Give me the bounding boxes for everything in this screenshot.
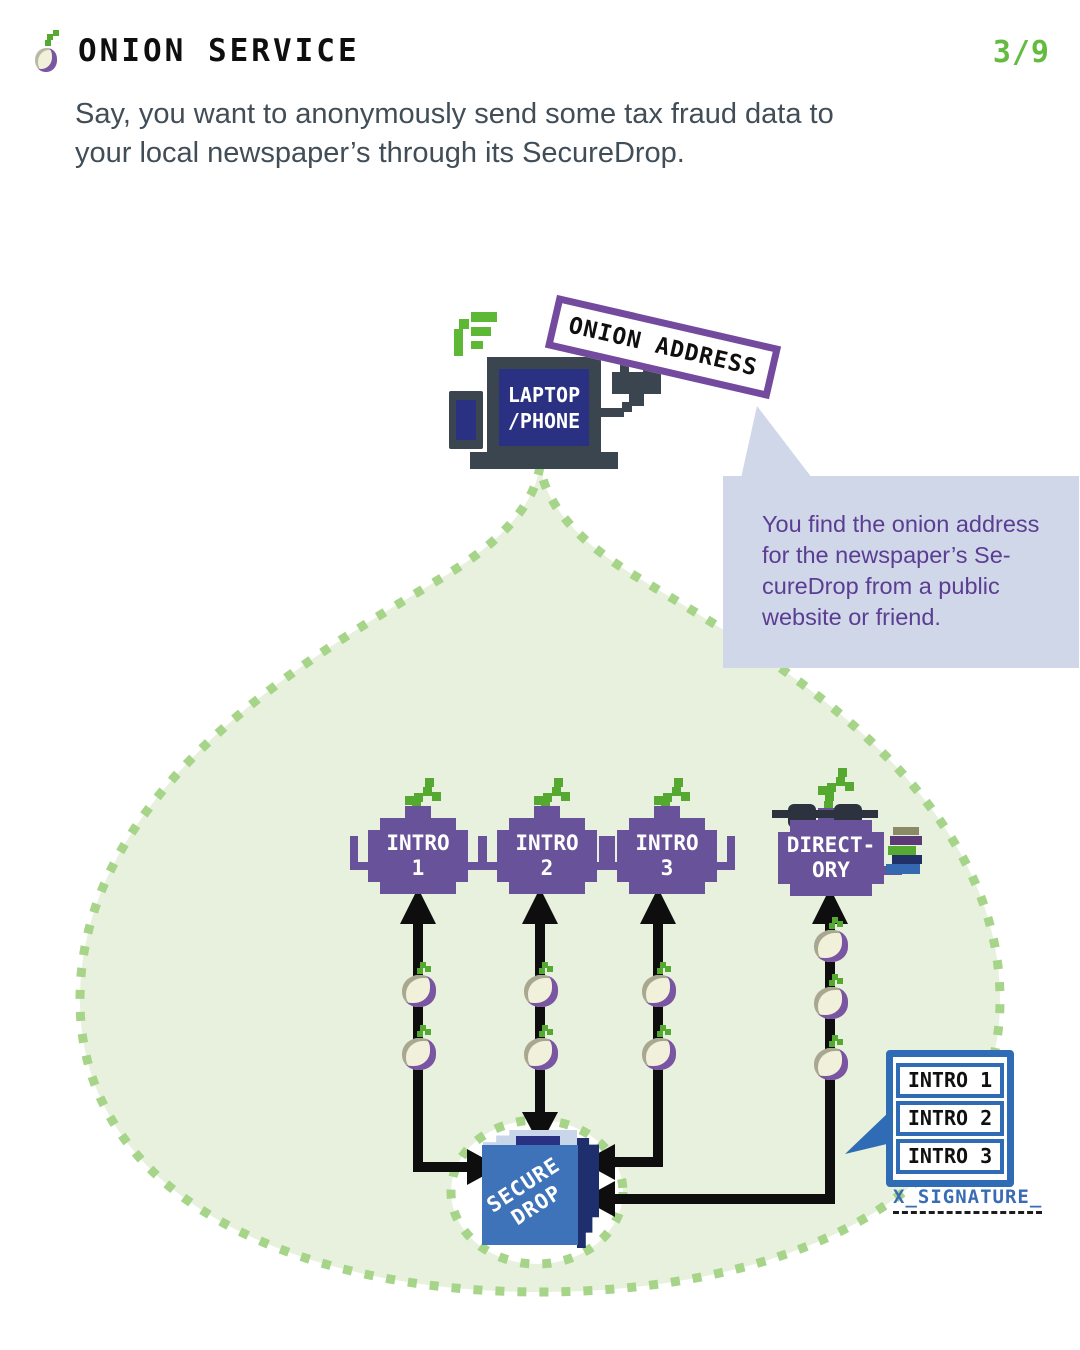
relay-onion-icon	[812, 1034, 852, 1084]
sprout-icon	[539, 968, 545, 974]
relay-onion-icon	[522, 1024, 562, 1074]
intro-node-1: INTRO 1	[348, 778, 488, 903]
page-title: ONION SERVICE	[78, 33, 360, 69]
relay-onion-icon	[522, 961, 562, 1011]
directory-node: DIRECT- ORY	[758, 770, 938, 902]
page-indicator: 3/9	[992, 35, 1050, 70]
laptop-base	[470, 452, 618, 469]
relay-onion-icon	[640, 1024, 680, 1074]
onion-neck	[405, 806, 431, 820]
onion-bulb-icon	[524, 975, 558, 1007]
securedrop-side	[577, 1138, 599, 1248]
intro-paragraph: Say, you want to anonymously send some t…	[75, 98, 834, 169]
sprout-icon	[657, 968, 663, 974]
onion-bulb-icon	[814, 987, 848, 1019]
laptop-screen-label: LAPTOP /PHONE	[499, 369, 589, 446]
onion-bulb-icon	[524, 1038, 558, 1070]
onion-bulb-icon	[642, 975, 676, 1007]
onion-bulb-icon	[814, 930, 848, 962]
onion-bulb-icon	[402, 1038, 436, 1070]
intro-node-3: INTRO 3	[597, 778, 737, 903]
securedrop-front: SECURE DROP	[482, 1145, 578, 1245]
securedrop-label: SECURE DROP	[482, 1152, 566, 1230]
intro-node-2: INTRO 2	[477, 778, 617, 903]
bubble-pointer	[741, 406, 812, 478]
onion-bulb-icon	[402, 975, 436, 1007]
signature-text: X_SIGNATURE_	[893, 1186, 1043, 1214]
relay-onion-icon	[812, 916, 852, 966]
list-item: INTRO 1	[896, 1063, 1004, 1098]
speech-bubble-text: You find the onion address for the newsp…	[762, 511, 1040, 630]
sprout-icon	[45, 40, 51, 46]
arrowhead-up-intro1	[400, 888, 436, 924]
onion-bulb-icon	[642, 1038, 676, 1070]
node-arm-left	[350, 836, 372, 870]
node-arm-left	[479, 836, 501, 870]
onion-bulb-icon	[814, 1048, 848, 1080]
sprout-icon	[417, 968, 423, 974]
sprout-icon	[829, 1041, 835, 1047]
onion-neck	[534, 806, 560, 820]
list-item: INTRO 3	[896, 1139, 1004, 1174]
wifi-signal-icon	[450, 310, 498, 358]
arrowhead-up-directory	[812, 888, 848, 924]
intro-list-callout: INTRO 1 INTRO 2 INTRO 3	[886, 1050, 1014, 1187]
laptop-icon: LAPTOP /PHONE	[487, 357, 601, 456]
sprout-icon	[417, 1031, 423, 1037]
relay-onion-icon	[400, 1024, 440, 1074]
onion-logo-icon	[33, 28, 67, 76]
node-arm-left	[599, 836, 621, 870]
sprout-icon	[657, 1031, 663, 1037]
securedrop-slot	[516, 1136, 560, 1145]
speech-bubble: You find the onion address for the newsp…	[723, 476, 1079, 668]
arrowhead-up-intro2	[522, 888, 558, 924]
sprout-icon	[829, 923, 835, 929]
intro-node-label: INTRO 3	[617, 818, 717, 894]
directory-node-label: DIRECT- ORY	[778, 820, 884, 896]
arrowhead-down-into-securedrop	[522, 1112, 558, 1146]
phone-icon	[449, 391, 483, 449]
intro-node-label: INTRO 1	[368, 818, 468, 894]
sprout-icon	[824, 801, 833, 810]
securedrop-box: SECURE DROP	[458, 1122, 618, 1252]
list-item: INTRO 2	[896, 1101, 1004, 1136]
phone-screen	[456, 400, 476, 440]
node-arm-right	[713, 836, 735, 870]
sprout-icon	[539, 1031, 545, 1037]
onion-neck	[654, 806, 680, 820]
intro-list-pointer	[845, 1110, 891, 1154]
relay-onion-icon	[640, 961, 680, 1011]
arrowhead-up-intro3	[640, 888, 676, 924]
sprout-icon	[829, 980, 835, 986]
intro-node-label: INTRO 2	[497, 818, 597, 894]
relay-onion-icon	[812, 973, 852, 1023]
onion-bulb-icon	[35, 48, 57, 72]
relay-onion-icon	[400, 961, 440, 1011]
